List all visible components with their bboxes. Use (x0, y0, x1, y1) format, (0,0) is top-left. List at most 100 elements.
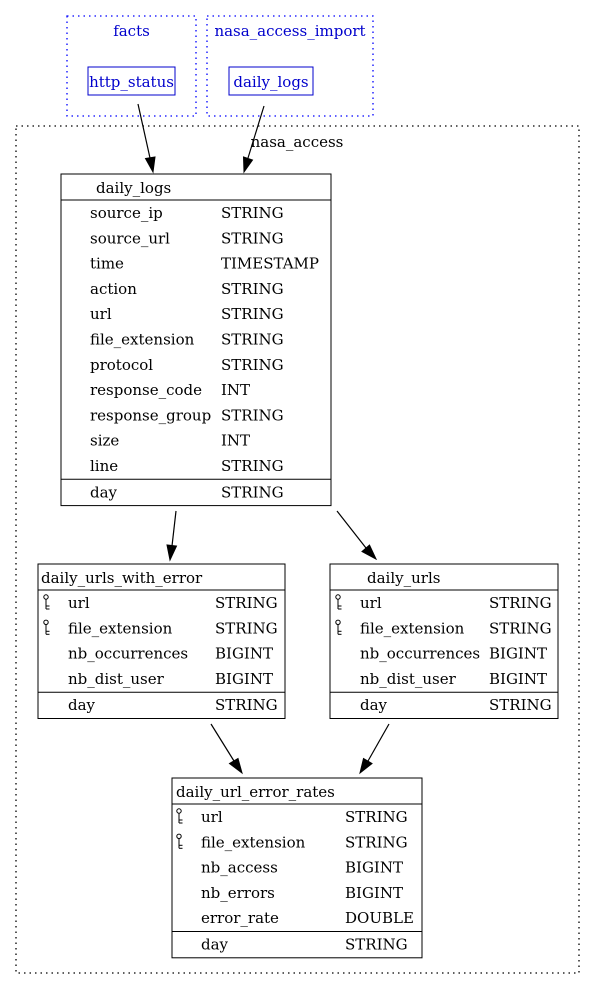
field-name: file_extension (360, 619, 465, 637)
field-name: url (90, 305, 112, 323)
node-http-status[interactable] (87, 66, 176, 96)
field-name: url (360, 594, 382, 612)
partition-row: day STRING (201, 936, 408, 954)
field-type: STRING (489, 594, 552, 612)
table-title: daily_logs (96, 179, 171, 197)
cluster-nasa-access: nasa_access (15, 125, 580, 974)
field-row: time TIMESTAMP (90, 255, 319, 273)
key-icon (176, 833, 183, 849)
node-import-daily-logs[interactable] (228, 66, 314, 96)
field-row: response_code INT (90, 381, 250, 399)
field-type: STRING (221, 280, 284, 298)
partition-name: day (201, 936, 229, 954)
field-name: file_extension (68, 619, 173, 637)
field-name: response_group (90, 406, 211, 424)
field-name: url (201, 808, 223, 826)
cluster-import-label: nasa_access_import (214, 22, 365, 40)
field-type: STRING (221, 204, 284, 222)
cluster-facts-border (66, 15, 197, 117)
edge-daily-logs-to-daily-urls (336, 510, 378, 561)
field-name: line (90, 457, 118, 475)
field-row: file_extension STRING (43, 619, 278, 637)
field-name: nb_occurrences (360, 645, 480, 663)
field-name: file_extension (201, 833, 306, 851)
field-name: url (68, 594, 90, 612)
field-name: source_ip (90, 204, 163, 222)
partition-type: STRING (489, 696, 552, 714)
table-title: daily_urls_with_error (41, 569, 203, 587)
partition-row: day STRING (360, 696, 552, 714)
field-name: response_code (90, 381, 202, 399)
field-row: nb_occurrences BIGINT (360, 645, 547, 663)
field-type: STRING (215, 619, 278, 637)
table-border (171, 777, 423, 959)
cluster-facts: facts http_status (66, 15, 197, 117)
field-name: size (90, 432, 119, 450)
field-type: INT (221, 432, 250, 450)
field-type: STRING (215, 594, 278, 612)
key-icon (43, 619, 50, 635)
field-type: BIGINT (215, 670, 273, 688)
field-type: STRING (221, 229, 284, 247)
partition-name: day (68, 696, 96, 714)
partition-name: day (360, 696, 388, 714)
field-type: BIGINT (345, 859, 403, 877)
field-row: nb_errors BIGINT (201, 884, 403, 902)
field-type: STRING (221, 406, 284, 424)
field-row: nb_dist_user BIGINT (360, 670, 547, 688)
key-icon (176, 808, 183, 824)
table-title: daily_url_error_rates (176, 783, 335, 801)
partition-type: STRING (215, 696, 278, 714)
field-type: BIGINT (215, 645, 273, 663)
field-name: error_rate (201, 909, 279, 927)
field-row: response_group STRING (90, 406, 284, 424)
field-type: STRING (221, 305, 284, 323)
cluster-main-border (15, 125, 580, 974)
field-name: nb_errors (201, 884, 275, 902)
field-row: url STRING (90, 305, 284, 323)
table-border (60, 173, 332, 507)
field-type: BIGINT (489, 670, 547, 688)
cluster-nasa-access-import: nasa_access_import daily_logs (206, 15, 374, 117)
field-name: time (90, 255, 124, 273)
field-name: file_extension (90, 331, 195, 349)
field-name: nb_dist_user (360, 670, 457, 688)
node-import-daily-logs-label: daily_logs (233, 73, 308, 91)
field-name: action (90, 280, 137, 298)
partition-row: day STRING (68, 696, 278, 714)
field-name: nb_dist_user (68, 670, 165, 688)
cluster-import-border (206, 15, 374, 117)
key-icon (335, 594, 342, 610)
edge-daily-logs-to-urls-with-error (166, 510, 178, 562)
key-icon (335, 619, 342, 635)
field-type: TIMESTAMP (221, 255, 319, 273)
field-type: BIGINT (345, 884, 403, 902)
field-name: protocol (90, 356, 153, 374)
table-title: daily_urls (367, 569, 440, 587)
field-row: protocol STRING (90, 356, 284, 374)
field-name: nb_access (201, 859, 278, 877)
field-type: INT (221, 381, 250, 399)
partition-type: STRING (345, 936, 408, 954)
field-type: BIGINT (489, 645, 547, 663)
field-row: url STRING (335, 594, 552, 612)
field-row: nb_dist_user BIGINT (68, 670, 273, 688)
field-row: nb_access BIGINT (201, 859, 403, 877)
edge-urls-with-error-to-error-rates (210, 723, 243, 775)
field-type: STRING (221, 356, 284, 374)
key-icon (43, 594, 50, 610)
field-row: size INT (90, 432, 250, 450)
edge-import-daily-logs-to-daily-logs (242, 105, 265, 174)
